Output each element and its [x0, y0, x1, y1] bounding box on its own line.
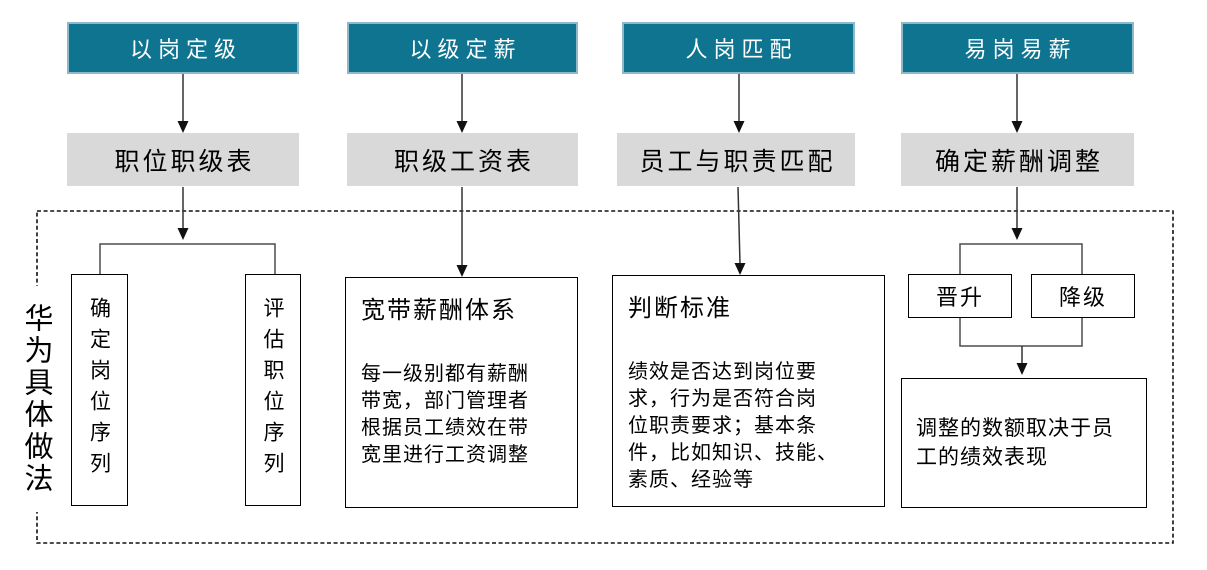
arrow-col3-sub — [734, 186, 746, 275]
result-box-adjust-amount: 调整的数额取决于员 工的绩效表现 — [901, 378, 1147, 508]
header-box-position-to-level: 以岗定级 — [67, 22, 299, 74]
content-box-body: 绩效是否达到岗位要 求，行为是否符合岗 位职责要求；基本条 件，比如知识、技能、… — [628, 361, 838, 491]
arrow-col2-sub — [456, 187, 468, 277]
content-box-body: 每一级别都有薪酬 带宽，部门管理者 根据员工绩效在带 宽里进行工资调整 — [361, 363, 529, 466]
arrow-col4-sub — [1011, 187, 1023, 240]
arrow-col1-header — [177, 74, 189, 133]
header-box-change-position-pay: 易岗易薪 — [901, 22, 1134, 74]
content-box-broadband-pay: 宽带薪酬体系 每一级别都有薪酬 带宽，部门管理者 根据员工绩效在带 宽里进行工资… — [345, 277, 578, 508]
content-box-title: 判断标准 — [628, 296, 732, 322]
arrow-col3-header — [733, 74, 745, 133]
subheader-position-level-table: 职位职级表 — [67, 133, 299, 186]
arrow-col2-header — [456, 74, 468, 133]
header-box-level-to-pay: 以级定薪 — [347, 22, 578, 74]
subheader-employee-duty-match: 员工与职责匹配 — [617, 133, 855, 186]
seq-box-define-position-sequence: 确定岗位序列 — [71, 274, 128, 506]
arrow-col4-merge — [1016, 346, 1028, 375]
bracket-col4-split — [959, 243, 1083, 274]
arrow-col1-sub — [177, 187, 189, 240]
header-box-person-position-match: 人岗匹配 — [622, 22, 855, 74]
content-box-judgment-criteria: 判断标准 绩效是否达到岗位要 求，行为是否符合岗 位职责要求；基本条 件，比如知… — [612, 275, 885, 507]
option-box-promotion: 晋升 — [908, 274, 1012, 318]
subheader-level-salary-table: 职级工资表 — [347, 133, 578, 186]
side-label-huawei-practices: 华为具体做法 — [12, 286, 60, 512]
subheader-confirm-pay-adjust: 确定薪酬调整 — [901, 133, 1134, 186]
content-box-title: 宽带薪酬体系 — [361, 298, 517, 324]
option-box-demotion: 降级 — [1031, 274, 1135, 318]
bracket-col4-merge — [959, 318, 1083, 347]
arrow-col4-header — [1011, 74, 1023, 133]
bracket-col1-split — [99, 243, 276, 275]
dashed-frame — [36, 210, 1174, 544]
seq-box-evaluate-position-sequence: 评估职位序列 — [245, 274, 301, 506]
